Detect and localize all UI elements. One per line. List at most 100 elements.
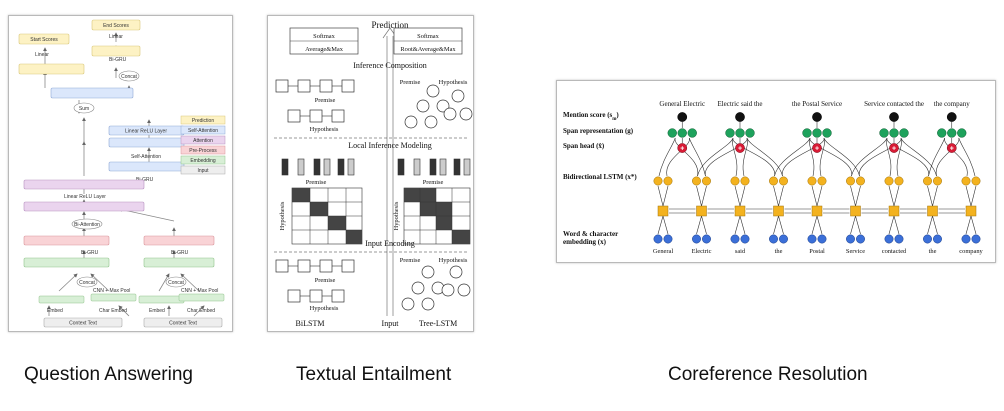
span-representation-node xyxy=(812,128,822,138)
span-representation-node xyxy=(937,128,947,138)
qa-legend: Prediction Self-Attention Attention Pre-… xyxy=(180,115,226,175)
word-label: company xyxy=(959,248,983,255)
word-embedding-node xyxy=(961,234,971,244)
char-embedding-node xyxy=(779,234,788,244)
word-embedding-node xyxy=(884,234,894,244)
span-head-node xyxy=(812,143,822,153)
mention-score-node xyxy=(946,112,957,122)
cr-label-bilstm: Bidirectional LSTM (x*) xyxy=(563,173,637,181)
te-premise-6: Premise xyxy=(400,257,421,264)
qa-end-scores: End Scores xyxy=(103,23,129,29)
span-representation-node xyxy=(889,128,899,138)
te-tree-lstm: Tree-LSTM xyxy=(419,319,457,328)
word-embedding-node xyxy=(923,234,932,244)
word-label: the xyxy=(775,248,783,255)
plus-icon: + xyxy=(680,146,684,153)
qa-linear-right: Linear xyxy=(109,34,123,40)
char-embedding-node xyxy=(894,234,904,244)
qa-concat-left: Concat xyxy=(79,280,95,286)
plus-icon: + xyxy=(892,146,896,153)
te-hypothesis-6: Hypothesis xyxy=(439,257,468,264)
te-avgmax: Average&Max xyxy=(305,46,344,53)
lstm-cell xyxy=(965,205,977,217)
word-embedding-node xyxy=(653,234,663,244)
span-label: General Electric xyxy=(659,100,705,108)
word-label: the xyxy=(929,248,937,255)
te-diagram: Prediction Softmax Average&Max Softmax R… xyxy=(267,15,474,332)
te-root-avgmax: Root&Average&Max xyxy=(400,46,456,53)
qa-bigru-top: Bi-GRU xyxy=(109,57,127,63)
lstm-cell xyxy=(888,205,900,217)
mention-score-node xyxy=(889,112,899,122)
lstm-output-node xyxy=(653,176,663,186)
qa-legend-0: Prediction xyxy=(192,118,214,124)
cr-label-word-char-2: embedding (x) xyxy=(563,238,607,246)
qa-char-embed-right: Char Embed xyxy=(187,308,215,314)
qa-char-embed-left: Char Embed xyxy=(99,308,127,314)
lstm-output-node xyxy=(740,176,750,186)
span-head-node xyxy=(735,143,745,153)
char-embedding-node xyxy=(663,234,673,244)
lstm-cell xyxy=(773,205,784,217)
qa-start-scores: Start Scores xyxy=(30,37,58,43)
cr-label-span-rep: Span representation (g) xyxy=(563,127,634,135)
qa-legend-4: Embedding xyxy=(190,158,216,164)
char-embedding-node xyxy=(740,234,750,244)
qa-linear-relu-top: Linear ReLU Layer xyxy=(125,129,167,135)
lstm-output-node xyxy=(961,176,971,186)
qa-diagram: Start Scores End Scores Linear Linear Bi… xyxy=(8,15,233,332)
cr-diagram: +++++ Mention score (sm) Span representa… xyxy=(556,80,996,263)
te-prediction: Prediction xyxy=(372,20,409,30)
qa-linear-left: Linear xyxy=(35,52,49,58)
word-embedding-node xyxy=(692,234,701,244)
span-label: Electric said the xyxy=(717,100,762,108)
cr-diagram-svg: +++++ Mention score (sm) Span representa… xyxy=(563,100,984,255)
span-representation-node xyxy=(947,128,957,138)
qa-bi-attention: Bi-Attention xyxy=(74,222,100,228)
qa-concat-right: Concat xyxy=(168,280,184,286)
qa-bigru-right-low: Bi-GRU xyxy=(171,250,189,256)
qa-self-attention: Self-Attention xyxy=(131,154,161,160)
lstm-cell xyxy=(811,205,823,217)
word-embedding-node xyxy=(807,234,817,244)
te-hypothesis-2: Hypothesis xyxy=(439,79,468,86)
te-diagram-svg: Prediction Softmax Average&Max Softmax R… xyxy=(274,20,473,328)
lstm-output-node xyxy=(769,176,778,186)
lstm-cell xyxy=(657,205,669,217)
span-representation-node xyxy=(725,128,735,138)
span-head-node xyxy=(946,143,957,153)
cr-label-span-head: Span head (x̂) xyxy=(563,142,605,150)
lstm-output-node xyxy=(884,176,894,186)
lstm-output-node xyxy=(807,176,817,186)
qa-legend-3: Pre-Process xyxy=(189,148,217,154)
qa-bigru-left-low: Bi-GRU xyxy=(81,250,99,256)
te-input-encoding: Input Encoding xyxy=(365,239,415,248)
te-softmax-right: Softmax xyxy=(417,33,439,40)
word-label: General xyxy=(653,248,673,255)
lstm-output-node xyxy=(692,176,701,186)
te-bilstm: BiLSTM xyxy=(296,319,325,328)
span-representation-node xyxy=(899,128,909,138)
qa-legend-2: Attention xyxy=(193,138,213,144)
lstm-output-node xyxy=(779,176,788,186)
mention-score-node xyxy=(735,112,745,122)
lstm-output-node xyxy=(730,176,740,186)
plus-icon: + xyxy=(815,146,819,153)
caption-question-answering: Question Answering xyxy=(24,364,193,385)
lstm-output-node xyxy=(702,176,711,186)
word-embedding-node xyxy=(769,234,778,244)
span-representation-node xyxy=(677,128,687,138)
span-representation-node xyxy=(802,128,812,138)
qa-sum: Sum xyxy=(79,106,89,112)
span-label: the company xyxy=(934,100,970,108)
caption-textual-entailment: Textual Entailment xyxy=(296,364,452,385)
span-representation-node xyxy=(735,128,745,138)
lstm-output-node xyxy=(933,176,942,186)
span-representation-node xyxy=(687,128,697,138)
te-premise-4: Premise xyxy=(423,179,444,186)
qa-embed-right: Embed xyxy=(149,308,165,314)
te-hypothesis-1: Hypothesis xyxy=(310,126,339,133)
qa-linear-relu-mid: Linear ReLU Layer xyxy=(64,194,106,200)
qa-cnn-left: CNN + Max Pool xyxy=(93,288,130,294)
te-premise-3: Premise xyxy=(306,179,327,186)
